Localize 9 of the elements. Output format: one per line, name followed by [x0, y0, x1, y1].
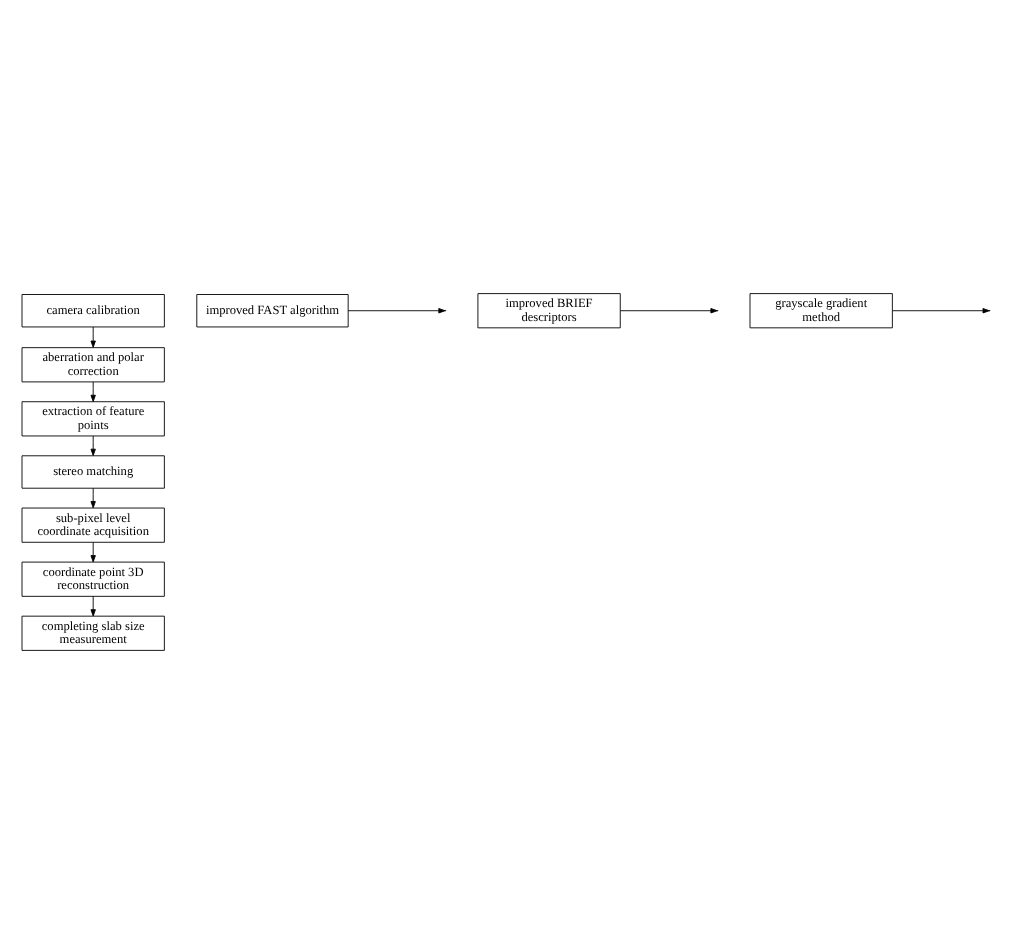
- arrow: [90, 435, 96, 456]
- arrow: [620, 308, 718, 314]
- arrow: [90, 381, 96, 402]
- arrow: [90, 487, 96, 509]
- arrow: [347, 308, 446, 314]
- arrow: [892, 308, 990, 314]
- arrow: [90, 541, 96, 563]
- arrow: [90, 595, 96, 617]
- arrow: [90, 326, 96, 348]
